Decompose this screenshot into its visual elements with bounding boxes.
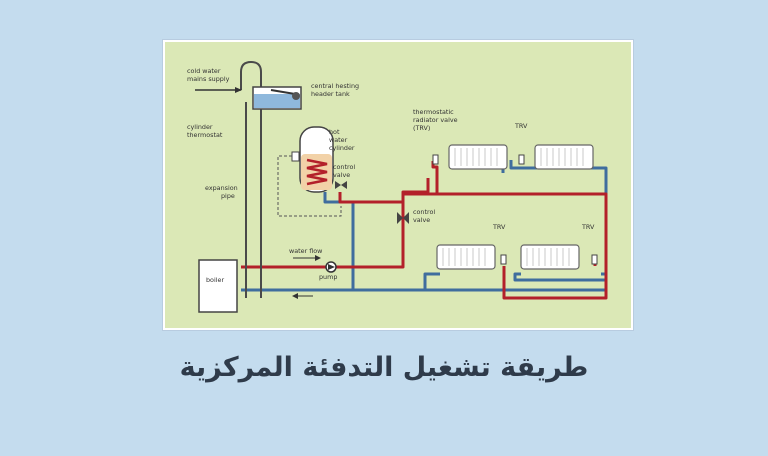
- label-zone-control: control: [413, 208, 435, 216]
- flow-arrow-icon: [315, 255, 321, 261]
- ball-valve-float: [292, 92, 300, 100]
- label-trv-lower-right: TRV: [581, 223, 595, 231]
- cylinder-flow-pipe: [338, 192, 403, 204]
- cylinder-water: [301, 154, 332, 190]
- label-valve: valve: [333, 171, 350, 179]
- trv-valve-icon-lower-left: [500, 254, 507, 265]
- return-pipes: [241, 160, 608, 292]
- pump-arrow-icon: [328, 264, 335, 270]
- central-heating-diagram: cold water mains supply central hesting …: [187, 60, 608, 313]
- radiator-top-left: [448, 144, 508, 170]
- label-expansion: expansion: [205, 184, 238, 192]
- expansion-pipe: [240, 60, 262, 298]
- trv-valve-icon: [432, 154, 439, 165]
- header-tank-water: [254, 94, 300, 108]
- label-trv-abbrev: (TRV): [413, 124, 430, 132]
- riser-pipe: [333, 178, 430, 269]
- label-header-tank-1: central hesting: [311, 82, 359, 90]
- zone-valve-icon: [397, 212, 403, 224]
- trv-valve-icon-top-right: [518, 154, 525, 165]
- boiler: [198, 259, 238, 313]
- label-header-tank-2: header tank: [311, 90, 350, 98]
- label-pipe: pipe: [221, 192, 235, 200]
- label-water-flow: water flow: [289, 247, 322, 255]
- label-trv-top-right: TRV: [514, 122, 528, 130]
- page-title: طريقة تشغيل التدفئة المركزية: [179, 352, 589, 383]
- label-cold-water: cold water: [187, 67, 221, 75]
- cylinder-thermostat: [291, 151, 300, 162]
- control-valve-icon: [335, 181, 341, 189]
- diagram-panel: cold water mains supply central hesting …: [163, 40, 633, 330]
- label-cylinder: cylinder: [187, 123, 213, 131]
- label-control: control: [333, 163, 355, 171]
- label-water: water: [329, 136, 348, 144]
- radiator-lower-right: [520, 244, 580, 270]
- zone-valve-icon-right: [403, 212, 409, 224]
- label-thermostatic: thermostatic: [413, 108, 454, 116]
- trv-valve-icon-lower-right: [591, 254, 598, 265]
- return-arrow-icon: [292, 293, 298, 299]
- label-mains-supply: mains supply: [187, 75, 230, 83]
- lower-return-pipe: [353, 272, 440, 292]
- label-zone-valve: valve: [413, 216, 430, 224]
- radiator-lower-left: [436, 244, 496, 270]
- flow-pipes: [241, 161, 608, 300]
- supply-arrow-icon: [235, 87, 242, 93]
- label-hot-cylinder: cylinder: [329, 144, 355, 152]
- label-boiler: boiler: [206, 276, 224, 284]
- lower-radiator-return: [513, 272, 606, 282]
- thermostat-wiring: [277, 155, 342, 217]
- trv-flow-pipe: [401, 161, 439, 218]
- upper-return-pipe: [425, 160, 608, 292]
- control-valve-icon-right: [341, 181, 347, 189]
- radiator-top-right: [534, 144, 594, 170]
- cylinder-coil: [306, 158, 328, 186]
- ball-valve-arm: [270, 89, 296, 95]
- label-radiator-valve: radiator valve: [413, 116, 458, 124]
- label-trv-lower-left: TRV: [492, 223, 506, 231]
- label-thermostat: thermostat: [187, 131, 223, 139]
- lower-flow-pipe: [403, 192, 608, 300]
- label-pump: pump: [319, 273, 337, 281]
- label-hot: hot: [329, 128, 340, 136]
